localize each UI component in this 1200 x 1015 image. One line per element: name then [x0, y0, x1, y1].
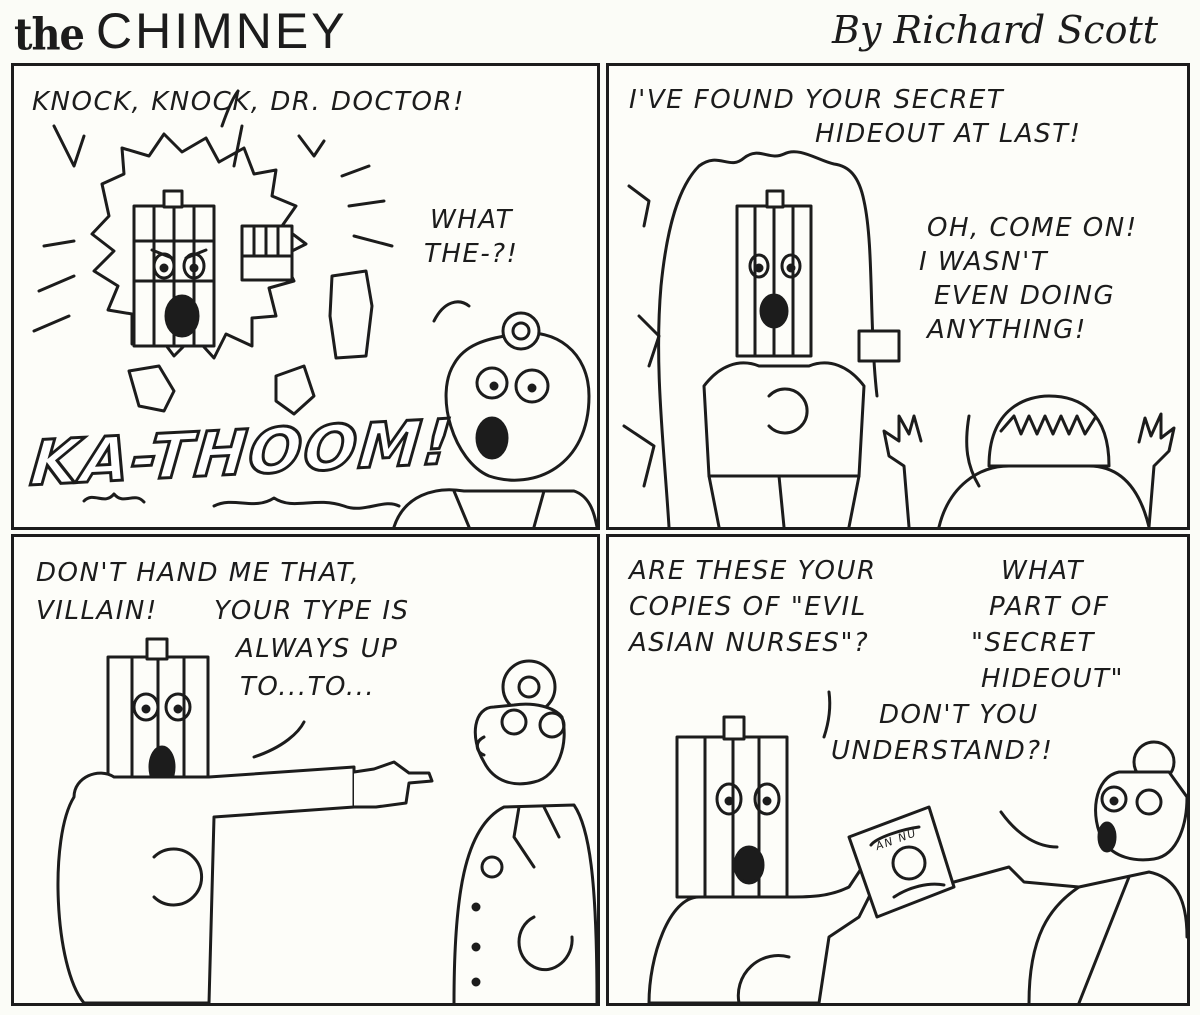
panel-2-art — [622, 150, 1176, 527]
title-main: CHIMNEY — [96, 3, 348, 59]
speech-to-to: TO...TO... — [240, 672, 376, 702]
byline: By Richard Scott — [832, 8, 1158, 52]
speech-what: WHAT — [1001, 556, 1085, 586]
speech-copies: COPIES OF "EVIL — [629, 592, 867, 622]
panel-4: ARE THESE YOUR COPIES OF "EVIL ASIAN NUR… — [606, 534, 1190, 1006]
panel-1: KNOCK, KNOCK, DR. DOCTOR! WHAT THE-?! KA… — [11, 63, 600, 530]
speech-are-these: ARE THESE YOUR — [629, 556, 877, 586]
speech-anything: ANYTHING! — [927, 315, 1087, 345]
speech-secret: "SECRET — [971, 628, 1095, 658]
speech-your-type: YOUR TYPE IS — [214, 596, 410, 626]
speech-come-on: OH, COME ON! — [927, 213, 1138, 243]
speech-the: THE-?! — [424, 239, 519, 269]
speech-what: WHAT — [430, 205, 514, 235]
speech-knock: KNOCK, KNOCK, DR. DOCTOR! — [32, 87, 465, 117]
speech-always-up: ALWAYS UP — [236, 634, 399, 664]
strip-title: the CHIMNEY — [14, 2, 348, 61]
speech-wasnt: I WASN'T — [919, 247, 1049, 277]
speech-understand: UNDERSTAND?! — [831, 736, 1054, 766]
speech-dont-you: DON'T YOU — [879, 700, 1039, 730]
panel-1-art — [32, 89, 597, 527]
speech-found: I'VE FOUND YOUR SECRET — [629, 85, 1005, 115]
speech-hideout: HIDEOUT" — [981, 664, 1125, 694]
title-the: the — [14, 8, 85, 61]
speech-asian-nurses: ASIAN NURSES"? — [629, 628, 870, 658]
speech-even: EVEN DOING — [934, 281, 1116, 311]
speech-hideout: HIDEOUT AT LAST! — [815, 119, 1082, 149]
panel-4-art — [647, 690, 1187, 1003]
panel-2: I'VE FOUND YOUR SECRET HIDEOUT AT LAST! … — [606, 63, 1190, 530]
speech-part-of: PART OF — [989, 592, 1110, 622]
panel-3: DON'T HAND ME THAT, VILLAIN! YOUR TYPE I… — [11, 534, 600, 1006]
speech-villain: VILLAIN! — [36, 596, 158, 626]
panel-3-art — [56, 637, 597, 1003]
speech-dont-hand: DON'T HAND ME THAT, — [36, 558, 361, 588]
